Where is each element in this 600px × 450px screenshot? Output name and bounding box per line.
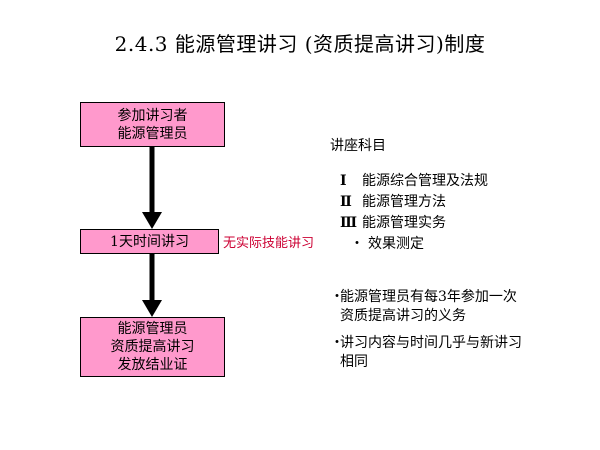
subject-item: Ⅱ 能源管理方法 [340, 191, 446, 211]
certificate-box-line-3: 发放结业证 [117, 357, 188, 373]
note-line-1: 能源管理员有每3年参加一次 [340, 289, 517, 305]
subject-item: Ⅰ 能源综合管理及法规 [340, 170, 488, 190]
note-bullet: ・ [330, 289, 344, 305]
subjects-heading: 讲座科目 [330, 138, 386, 154]
note-line-2: 相同 [340, 354, 368, 370]
subject-label: 效果测定 [368, 236, 424, 252]
certificate-box: 能源管理员 资质提高讲习 发放结业证 [80, 317, 225, 377]
subject-number: Ⅱ [340, 194, 352, 210]
subject-bullet: ・ [350, 236, 364, 252]
participants-box-line-1: 参加讲习者 [117, 107, 188, 124]
arrow-1-head [142, 212, 162, 229]
subject-label: 能源管理方法 [362, 194, 446, 210]
note-item: ・讲习内容与时间几乎与新讲习 相同 [330, 334, 522, 372]
subject-number: Ⅰ [340, 173, 347, 189]
certificate-box-line-2: 资质提高讲习 [110, 339, 195, 355]
note-bullet: ・ [330, 335, 344, 351]
note-line-2: 资质提高讲习的义务 [340, 308, 466, 324]
one-day-training-box: 1天时间讲习 [80, 229, 219, 254]
subject-item: ・效果测定 [350, 233, 424, 253]
subject-label: 能源综合管理及法规 [362, 173, 488, 189]
no-practical-training-note: 无实际技能讲习 [223, 236, 315, 251]
arrow-2-head [142, 300, 162, 317]
subject-number: Ⅲ [340, 215, 358, 231]
page-title: 2.4.3 能源管理讲习 (资质提高讲习)制度 [114, 32, 486, 56]
participants-box-line-2: 能源管理员 [117, 125, 188, 142]
note-item: ・能源管理员有每3年参加一次 资质提高讲习的义务 [330, 288, 517, 326]
one-day-training-label: 1天时间讲习 [110, 233, 189, 250]
certificate-box-line-1: 能源管理员 [117, 321, 188, 337]
subject-label: 能源管理实务 [362, 215, 446, 231]
participants-box: 参加讲习者 能源管理员 [80, 102, 225, 147]
note-line-1: 讲习内容与时间几乎与新讲习 [340, 335, 522, 351]
